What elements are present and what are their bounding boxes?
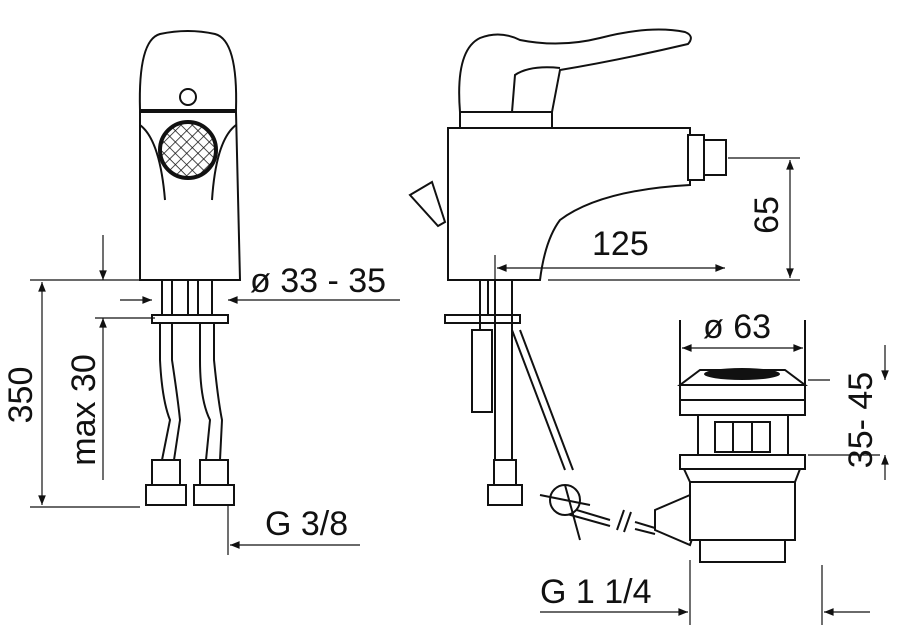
side-handle (458, 28, 692, 113)
side-dimensions: 125 65 (494, 157, 800, 285)
max-thickness-label: max 30 (65, 354, 103, 466)
front-view (138, 30, 242, 506)
drain-thread-label: G 1 1/4 (540, 573, 652, 611)
total-height-label: 350 (2, 367, 40, 424)
aerator-grid-icon (158, 120, 218, 180)
drain-height-label: 35- 45 (842, 372, 880, 468)
drain-dimensions: ø 63 35- 45 G 1 1/4 (540, 308, 889, 625)
front-dimensions: ø 33 - 35 350 max 30 G 3/8 (2, 235, 400, 555)
handle-hole-icon (179, 88, 197, 106)
side-view (408, 28, 727, 547)
drain-view (677, 320, 808, 563)
side-body-spout (447, 127, 691, 281)
drain-diameter-label: ø 63 (703, 308, 771, 346)
front-handle (138, 30, 238, 111)
inlet-thread-label: G 3/8 (265, 505, 348, 543)
spout-diameter-label: ø 33 - 35 (250, 262, 386, 300)
popup-knob (408, 180, 447, 228)
spout-reach-label: 125 (592, 225, 649, 263)
spout-height-label: 65 (748, 196, 786, 234)
